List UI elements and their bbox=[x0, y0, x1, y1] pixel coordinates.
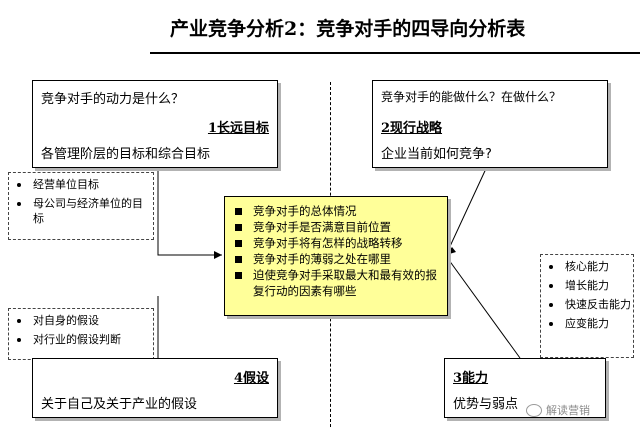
box-question: 竞争对手的能做什么？在做什么？ bbox=[381, 90, 562, 104]
list-item: 对行业的假设判断 bbox=[9, 332, 153, 347]
watermark: 解读营销 bbox=[526, 402, 590, 418]
box-description: 关于自己及关于产业的假设 bbox=[41, 397, 198, 412]
list-item: 核心能力 bbox=[541, 259, 633, 274]
bullet-icon bbox=[17, 338, 21, 342]
box-description: 各管理阶层的目标和综合目标 bbox=[41, 147, 211, 162]
box-description: 企业当前如何竞争? bbox=[381, 147, 492, 162]
box-long-term-goals: 竞争对手的动力是什么？ 1长远目标 各管理阶层的目标和综合目标 bbox=[32, 80, 278, 168]
list-item: 快速反击能力 bbox=[541, 297, 633, 312]
list-item: 经营单位目标 bbox=[9, 177, 153, 192]
list-capabilities: 核心能力 增长能力 快速反击能力 应变能力 bbox=[540, 254, 634, 358]
box-heading: 4假设 bbox=[233, 371, 269, 386]
list-item: 增长能力 bbox=[541, 278, 633, 293]
bullet-icon bbox=[17, 183, 21, 187]
box-description: 优势与弱点 bbox=[453, 397, 519, 412]
center-summary-box: 竞争对手的总体情况 竞争对手是否满意目前位置 竞争对手将有怎样的战略转移 竞争对… bbox=[224, 196, 448, 316]
square-bullet-icon bbox=[235, 272, 242, 279]
connector-top-right bbox=[445, 159, 491, 256]
square-bullet-icon bbox=[235, 224, 242, 231]
box-question: 竞争对手的动力是什么？ bbox=[41, 92, 185, 107]
list-item: 竞争对手是否满意目前位置 bbox=[231, 219, 443, 235]
watermark-text: 解读营销 bbox=[546, 404, 590, 417]
chat-bubble-icon bbox=[526, 403, 542, 417]
list-item: 应变能力 bbox=[541, 316, 633, 331]
box-assumptions: 4假设 关于自己及关于产业的假设 bbox=[32, 358, 278, 418]
box-heading: 3能力 bbox=[453, 371, 489, 386]
list-item: 竞争对手将有怎样的战略转移 bbox=[231, 235, 443, 251]
list-item: 竞争对手的总体情况 bbox=[231, 203, 443, 219]
square-bullet-icon bbox=[235, 240, 242, 247]
page-title: 产业竞争分析2：竞争对手的四导向分析表 bbox=[170, 18, 526, 40]
arrow-left-head bbox=[214, 251, 222, 259]
box-capabilities: 3能力 优势与弱点 bbox=[444, 358, 606, 418]
bullet-icon bbox=[549, 322, 553, 326]
bullet-icon bbox=[549, 303, 553, 307]
bullet-icon bbox=[17, 202, 21, 206]
title-underline bbox=[150, 52, 640, 54]
list-item: 对自身的假设 bbox=[9, 313, 153, 328]
box-current-strategy: 竞争对手的能做什么？在做什么？ 2现行战略 企业当前如何竞争? bbox=[372, 80, 608, 168]
connector-left bbox=[157, 160, 222, 256]
list-item: 迫使竞争对手采取最大和最有效的报复行动的因素有哪些 bbox=[231, 267, 443, 299]
list-item: 母公司与经济单位的目标 bbox=[9, 196, 153, 226]
square-bullet-icon bbox=[235, 208, 242, 215]
bullet-icon bbox=[17, 319, 21, 323]
square-bullet-icon bbox=[235, 256, 242, 263]
list-goal-factors: 经营单位目标 母公司与经济单位的目标 bbox=[8, 172, 154, 240]
list-assumptions: 对自身的假设 对行业的假设判断 bbox=[8, 308, 154, 360]
bullet-icon bbox=[549, 284, 553, 288]
bullet-icon bbox=[549, 265, 553, 269]
connector-bottom-right bbox=[445, 255, 521, 359]
arrow-right-head bbox=[446, 247, 456, 255]
list-item: 竞争对手的薄弱之处在哪里 bbox=[231, 251, 443, 267]
box-heading: 2现行战略 bbox=[381, 121, 443, 136]
box-heading: 1长远目标 bbox=[207, 121, 269, 136]
